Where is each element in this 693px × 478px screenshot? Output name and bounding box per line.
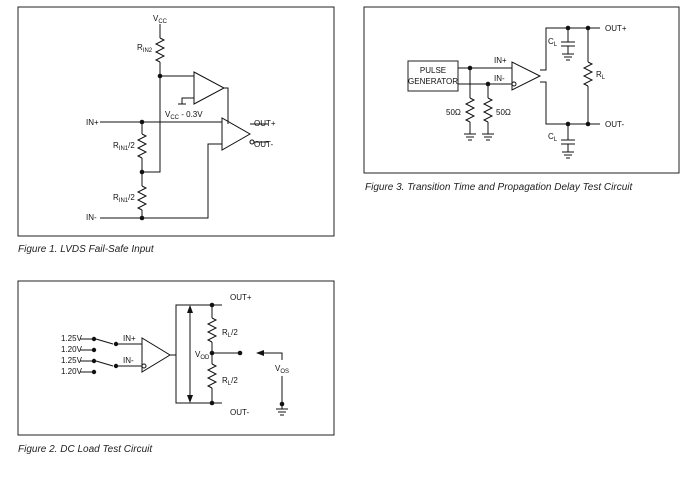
figure3-resistor-50ohm-2: [482, 97, 494, 123]
figure2-vos-arrow: [256, 350, 264, 356]
figure1-lvds-failsafe-input: VCC RIN2 VCC - 0.3V RIN1/2 RIN1/2 IN+ IN…: [17, 6, 335, 255]
figure2-frame: [17, 280, 335, 436]
figure2-rl-top-label: RL/2: [222, 328, 238, 339]
figure2-ground-icon: [276, 408, 288, 416]
figure1-frame: [17, 6, 335, 237]
figure1-out-minus-label: OUT-: [254, 140, 273, 149]
figure1-vcc-minus-label: VCC - 0.3V: [165, 110, 203, 121]
figure1-lvds-receiver: [221, 117, 252, 151]
figure3-in-minus-label: IN-: [494, 74, 505, 83]
figure1-rin1-top-label: RIN1/2: [113, 141, 135, 152]
figure3-resistor-50ohm-1: [464, 97, 476, 123]
figure2-dc-load-test: 1.25V 1.20V 1.25V 1.20V IN+ IN- VOD OUT: [17, 280, 335, 455]
figure2-v4-label: 1.20V: [61, 367, 83, 376]
figure3-cl-bottom-label: CL: [548, 132, 558, 143]
figure2-v3-label: 1.25V: [61, 356, 83, 365]
figure3-lvds-receiver: [511, 61, 542, 91]
figure2-lvds-receiver: [141, 337, 171, 373]
figure3-cl-top-label: CL: [548, 37, 558, 48]
figure3-out-plus-label: OUT+: [605, 24, 627, 33]
figure1-vcc-label: VCC: [153, 14, 168, 25]
figure2-out-plus-label: OUT+: [230, 293, 252, 302]
figure1-rin2-label: RIN2: [137, 43, 153, 54]
figure3-r2-label: 50Ω: [496, 108, 511, 117]
figure1-caption: Figure 1. LVDS Fail-Safe Input: [18, 244, 155, 255]
figure1-out-plus-label: OUT+: [254, 119, 276, 128]
figure3-transition-time-test: PULSE GENERATOR IN+ IN- 50Ω 50Ω CL: [363, 6, 680, 193]
figure1-comparator: [193, 71, 226, 105]
figure3-pulse-generator: [407, 60, 459, 92]
svg-text:PULSE: PULSE: [420, 66, 446, 75]
figure1-rin1-bottom-label: RIN1/2: [113, 193, 135, 204]
figure2-in-minus-label: IN-: [123, 356, 134, 365]
figure1-in-minus-label: IN-: [86, 213, 97, 222]
figure3-capacitor-cl-bottom: [561, 139, 575, 145]
figure3-frame: [363, 6, 680, 174]
figure1-in-plus-label: IN+: [86, 118, 99, 127]
figure3-caption: Figure 3. Transition Time and Propagatio…: [365, 182, 633, 193]
figure3-ground-icon-4: [562, 151, 574, 159]
figure1-resistor-rin1-top: [136, 133, 148, 159]
figure3-capacitor-cl-top: [561, 41, 575, 47]
figure2-v1-label: 1.25V: [61, 334, 83, 343]
figure2-vos-label: VOS: [275, 364, 289, 375]
figure3-out-minus-label: OUT-: [605, 120, 624, 129]
figure3-rl-label: RL: [596, 70, 606, 81]
figure2-resistor-rl-top: [206, 317, 218, 343]
figure3-ground-icon-1: [464, 133, 476, 141]
figure2-switch-plus: [95, 338, 114, 345]
figure1-resistor-rin1-bottom: [136, 185, 148, 211]
figure2-in-plus-label: IN+: [123, 334, 136, 343]
figure2-out-minus-label: OUT-: [230, 408, 249, 417]
figure2-vod-label: VOD: [195, 350, 210, 361]
figure2-rl-bottom-label: RL/2: [222, 376, 238, 387]
figure2-caption: Figure 2. DC Load Test Circuit: [18, 444, 153, 455]
svg-text:GENERATOR: GENERATOR: [408, 77, 458, 86]
figure3-ground-icon-3: [562, 53, 574, 61]
figure3-resistor-rl: [582, 61, 594, 87]
figure2-switch-minus: [95, 360, 114, 367]
figure3-r1-label: 50Ω: [446, 108, 461, 117]
figure2-v2-label: 1.20V: [61, 345, 83, 354]
figure3-in-plus-label: IN+: [494, 56, 507, 65]
figure2-resistor-rl-bottom: [206, 363, 218, 389]
figure3-ground-icon-2: [482, 133, 494, 141]
figure1-resistor-rin2: [154, 37, 166, 63]
